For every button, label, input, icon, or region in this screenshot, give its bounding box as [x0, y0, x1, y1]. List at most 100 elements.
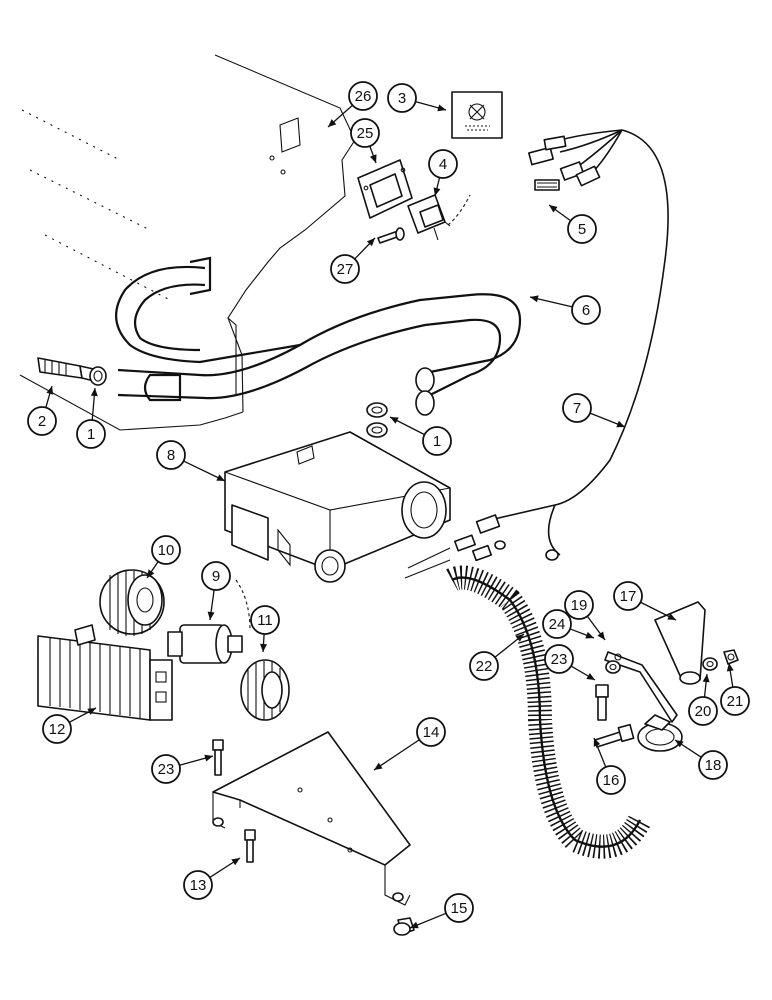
leader-arrowhead [390, 417, 399, 424]
callout-c8: 8 [156, 440, 226, 482]
leader-arrowhead [726, 663, 734, 672]
callout-c1a: 1 [76, 387, 106, 449]
duct-strap [604, 651, 678, 723]
leader-arrowhead [207, 611, 215, 620]
heater-box [224, 431, 451, 583]
balloon-circle [76, 419, 106, 449]
balloon-circle [720, 686, 750, 716]
balloon-circle [567, 214, 597, 244]
callout-c22: 22 [469, 633, 525, 681]
leader-arrowhead [530, 295, 539, 303]
balloon-label: 20 [695, 703, 712, 720]
defrost-nozzle [654, 601, 706, 685]
leader-arrowhead [586, 672, 595, 680]
bolt-23-upper [595, 684, 609, 721]
leader-arrowhead [702, 674, 710, 683]
balloon-label: 16 [603, 772, 620, 789]
balloon-circle [201, 561, 231, 591]
balloon-label: 5 [578, 221, 586, 238]
rocker-switch [407, 194, 471, 241]
balloon-label: 12 [49, 721, 66, 738]
balloon-circle [330, 254, 360, 284]
balloon-circle [469, 651, 499, 681]
callout-c13: 13 [183, 857, 241, 900]
balloon-label: 1 [433, 433, 441, 450]
leader-arrowhead [437, 104, 446, 112]
blower-wheel-small [240, 659, 290, 721]
balloon-label: 18 [705, 757, 722, 774]
balloon-circle [562, 393, 592, 423]
balloon-circle [250, 605, 280, 635]
callout-c5: 5 [548, 204, 597, 244]
balloon-circle [542, 609, 572, 639]
balloon-label: 22 [476, 658, 493, 675]
callout-c19: 19 [564, 590, 606, 641]
screw [377, 227, 405, 244]
balloon-circle [698, 750, 728, 780]
nut-15 [393, 917, 415, 936]
leader-arrowhead [374, 762, 383, 770]
balloon-label: 3 [398, 90, 406, 107]
balloon-label: 24 [549, 616, 566, 633]
blower-wheel-large [99, 569, 165, 636]
leader-arrowhead [675, 740, 684, 748]
callout-c10: 10 [146, 535, 181, 579]
balloon-label: 23 [551, 651, 568, 668]
leader-arrowhead [597, 631, 605, 640]
callout-c9: 9 [201, 561, 231, 621]
wiring-harness-cable [454, 129, 669, 562]
leader-arrowhead [667, 613, 676, 620]
leader-arrowhead [616, 420, 625, 428]
callout-c26: 26 [327, 81, 378, 128]
balloon-circle [613, 581, 643, 611]
hose-fitting [37, 357, 99, 383]
balloon-circle [42, 714, 72, 744]
balloon-label: 11 [257, 612, 273, 629]
flexible-duct [446, 565, 651, 859]
leader-arrowhead [433, 187, 441, 196]
balloon-circle [183, 870, 213, 900]
balloon-label: 27 [337, 261, 354, 278]
nut-21 [723, 649, 739, 665]
callout-c20: 20 [688, 673, 718, 726]
callout-c23b: 23 [151, 754, 214, 784]
callout-c6: 6 [529, 295, 601, 325]
balloon-label: 8 [167, 447, 175, 464]
callout-c27: 27 [330, 237, 376, 284]
hose-clamps-right [366, 402, 388, 438]
balloon-label: 10 [158, 542, 175, 559]
balloon-circle [27, 406, 57, 436]
balloon-circle [387, 83, 417, 113]
leader-arrowhead [231, 858, 240, 866]
callout-c12: 12 [42, 707, 97, 744]
callout-c17: 17 [613, 581, 677, 621]
harness-connectors [528, 129, 623, 191]
callout-c16: 16 [593, 737, 626, 795]
callout-c11: 11 [250, 605, 280, 653]
washer-20 [702, 657, 718, 671]
balloon-circle [422, 426, 452, 456]
balloon-label: 6 [582, 302, 590, 319]
leader-arrowhead [260, 643, 267, 652]
balloon-label: 21 [727, 693, 744, 710]
callout-c4: 4 [428, 149, 458, 197]
callout-c7: 7 [562, 393, 626, 428]
callout-c23a: 23 [544, 644, 596, 681]
balloon-circle [156, 440, 186, 470]
balloon-circle [596, 765, 626, 795]
balloon-label: 13 [190, 877, 207, 894]
switch-bezel [357, 159, 413, 219]
callout-c24: 24 [542, 609, 595, 639]
balloon-label: 15 [451, 900, 468, 917]
balloon-circle [444, 893, 474, 923]
balloon-circle [350, 118, 380, 148]
heater-hoses [115, 256, 522, 416]
bolt-23-lower [212, 739, 224, 776]
leader-arrowhead [549, 205, 558, 213]
hose-clamp-left [89, 366, 107, 386]
balloon-circle [544, 644, 574, 674]
leader-line [373, 739, 420, 771]
